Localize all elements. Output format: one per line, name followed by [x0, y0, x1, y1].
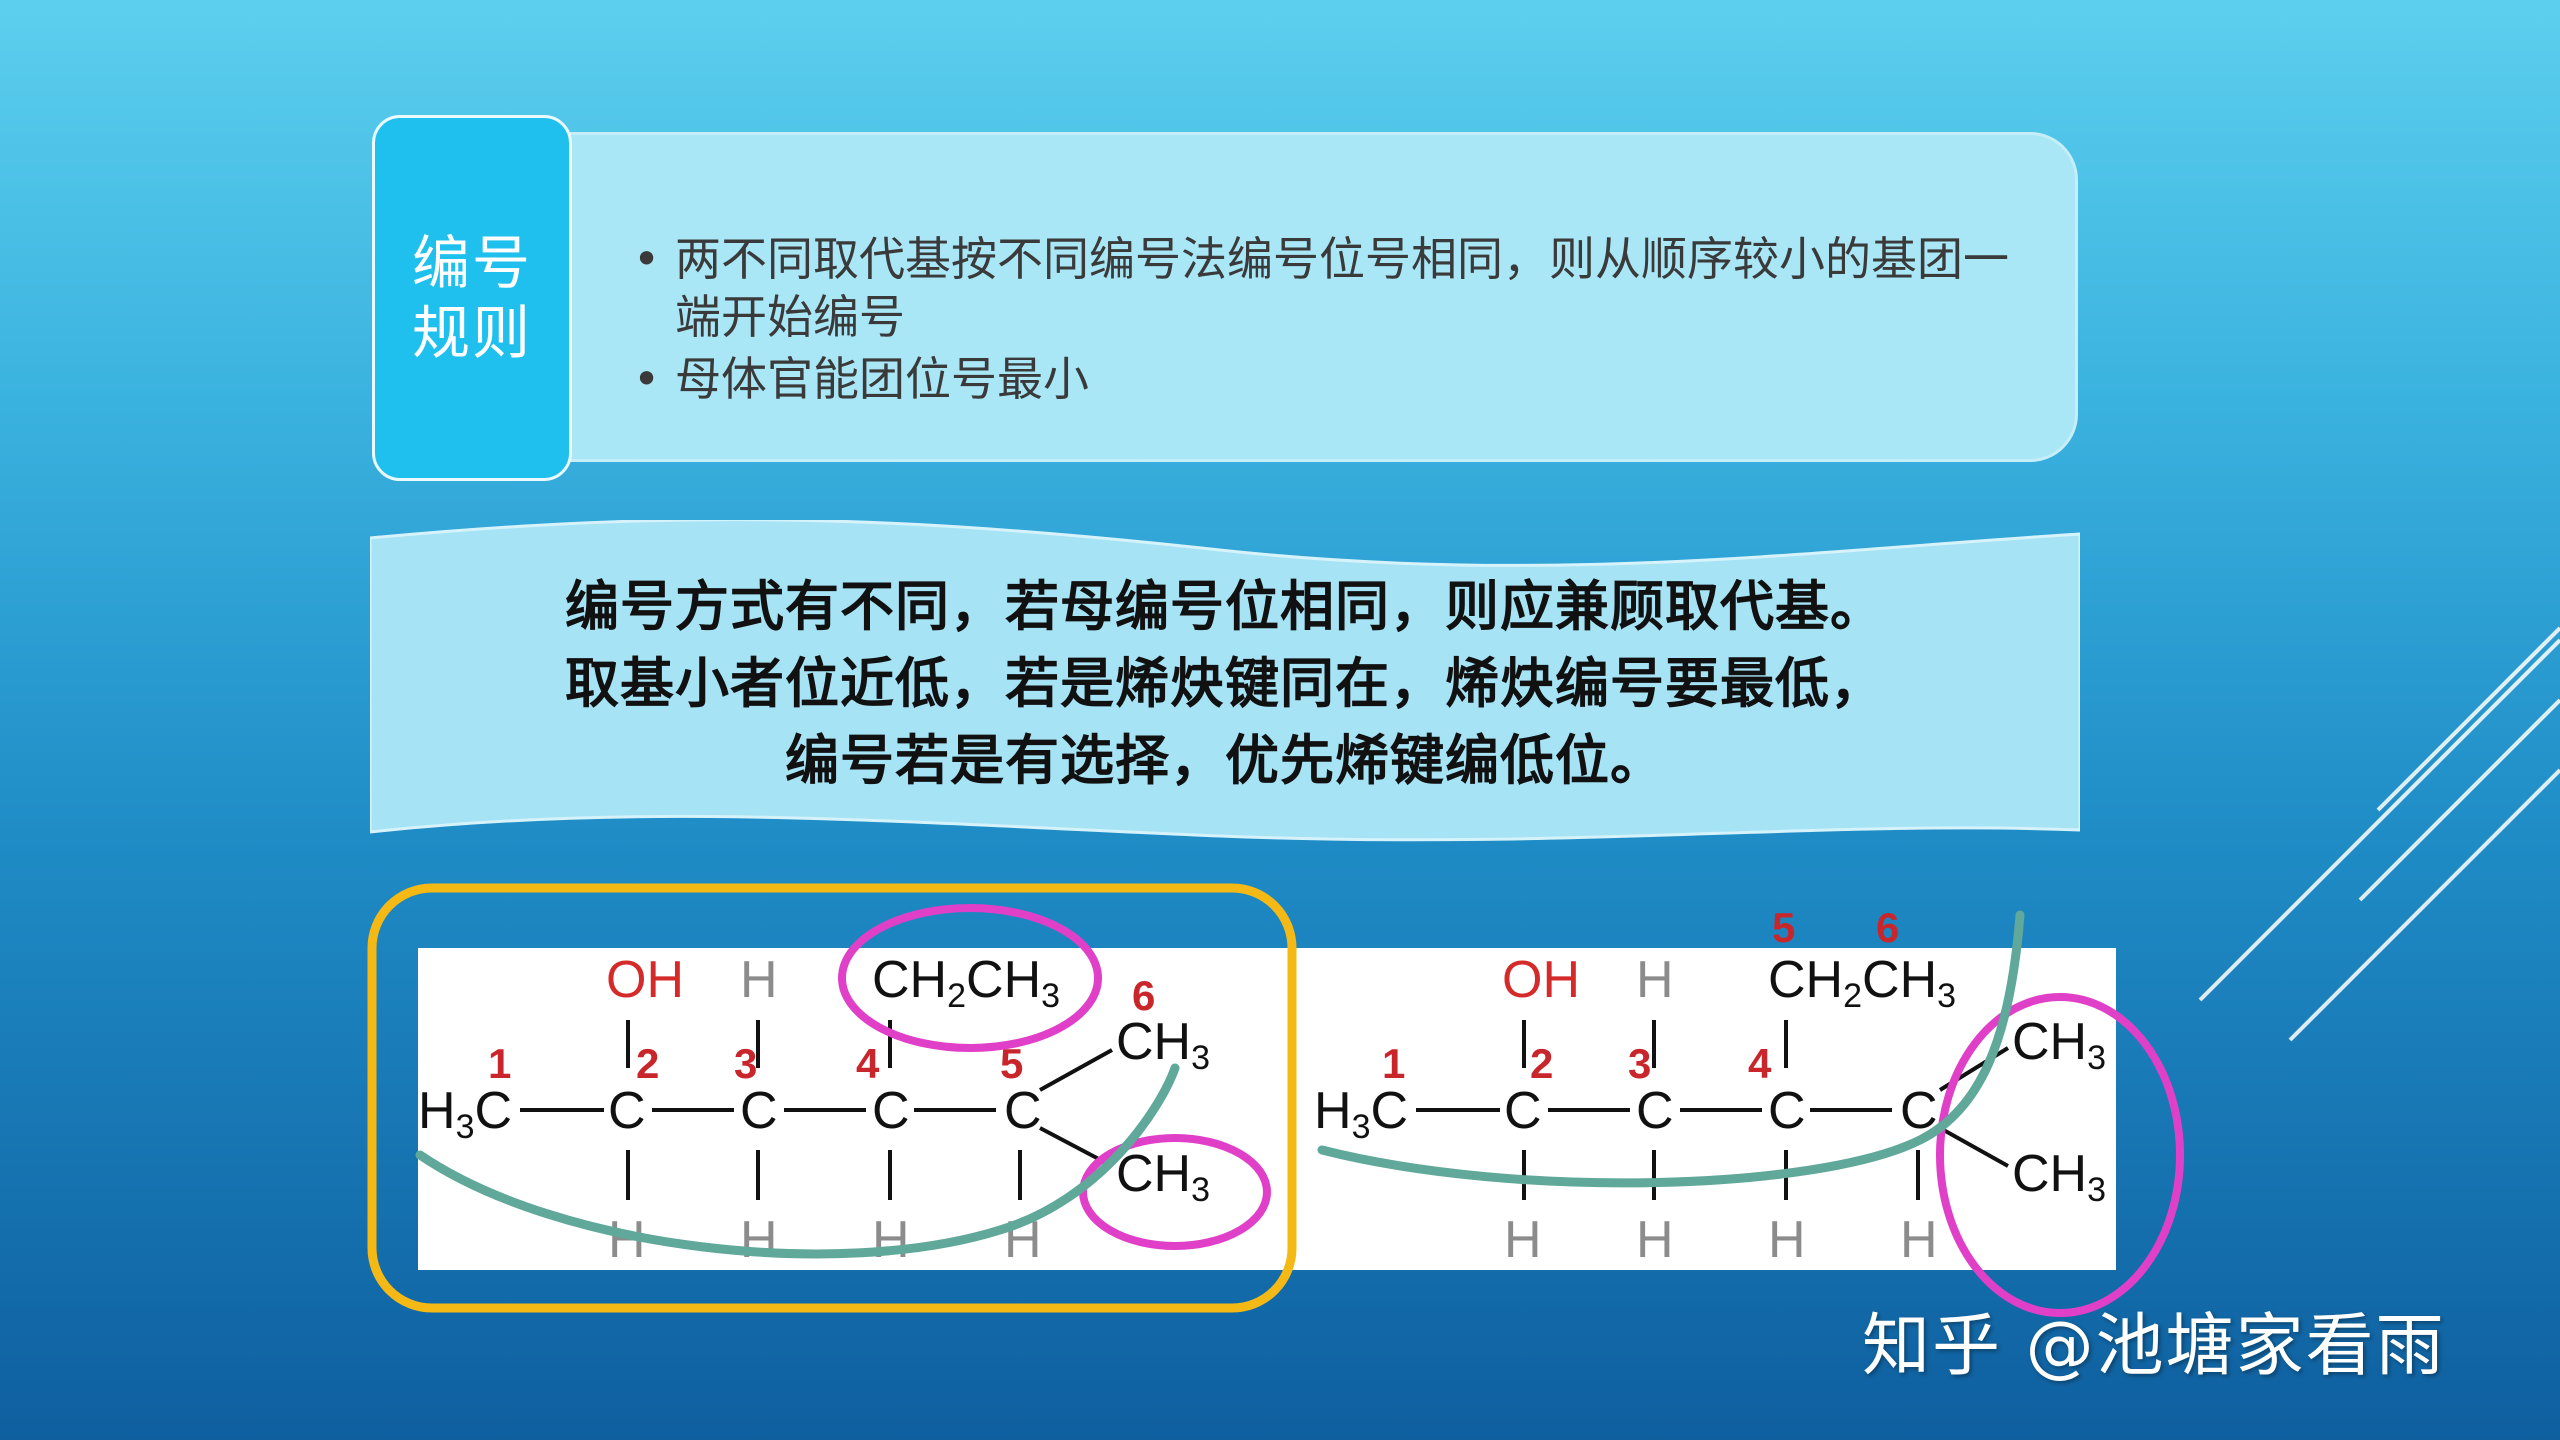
- methyl-group: CH3: [2012, 1013, 2107, 1077]
- position-number: 6: [1876, 904, 1900, 951]
- carbon: C: [1768, 1082, 1806, 1140]
- rule-content-box: • 两不同取代基按不同编号法编号位号相同，则从顺序较小的基团一端开始编号 • 母…: [540, 132, 2078, 462]
- watermark: 知乎 @池塘家看雨: [1862, 1307, 2446, 1386]
- banner-line: 编号方式有不同，若母编号位相同，则应兼顾取代基。: [565, 575, 1885, 638]
- rule-title-line: 编号: [411, 229, 532, 297]
- position-number: 4: [1748, 1040, 1772, 1087]
- rule-item-text: 两不同取代基按不同编号法编号位号相同，则从顺序较小的基团一端开始编号: [675, 232, 2009, 344]
- position-number: 5: [1772, 904, 1796, 951]
- hydroxyl-group: OH: [1502, 951, 1580, 1009]
- hydrogen: H: [1504, 1211, 1542, 1269]
- position-number: 1: [1382, 1040, 1406, 1087]
- banner-line: 编号若是有选择，优先烯键编低位。: [785, 729, 1665, 792]
- hydrogen: H: [1768, 1211, 1806, 1269]
- rule-item-text: 母体官能团位号最小: [675, 352, 1089, 406]
- rule-list: • 两不同取代基按不同编号法编号位号相同，则从顺序较小的基团一端开始编号 • 母…: [633, 230, 2023, 412]
- bullet: •: [633, 232, 661, 286]
- banner-line: 取基小者位近低，若是烯炔键同在，烯炔编号要最低，: [565, 652, 1885, 715]
- rule-title-box: 编号 规则: [372, 115, 572, 481]
- banner-text: 编号方式有不同，若母编号位相同，则应兼顾取代基。 取基小者位近低，若是烯炔键同在…: [370, 568, 2080, 799]
- hydrogen: H: [1636, 1211, 1674, 1269]
- rule-title-line: 规则: [411, 299, 532, 367]
- bullet: •: [633, 352, 661, 406]
- methyl-group: CH3: [2012, 1145, 2107, 1209]
- position-number: 3: [1628, 1040, 1652, 1087]
- wavy-banner: [370, 520, 2080, 842]
- carbon: C: [1636, 1082, 1674, 1140]
- rule-item: • 母体官能团位号最小: [633, 350, 2023, 408]
- hydrogen: H: [1900, 1211, 1938, 1269]
- carbon: C: [1900, 1082, 1938, 1140]
- carbon: C: [1504, 1082, 1542, 1140]
- hydrogen: H: [1636, 951, 1674, 1009]
- h3c-group: H3C: [1314, 1082, 1409, 1146]
- ethyl-group: CH2CH3: [1768, 951, 1957, 1015]
- position-number: 2: [1530, 1040, 1554, 1087]
- rule-item: • 两不同取代基按不同编号法编号位号相同，则从顺序较小的基团一端开始编号: [633, 230, 2023, 346]
